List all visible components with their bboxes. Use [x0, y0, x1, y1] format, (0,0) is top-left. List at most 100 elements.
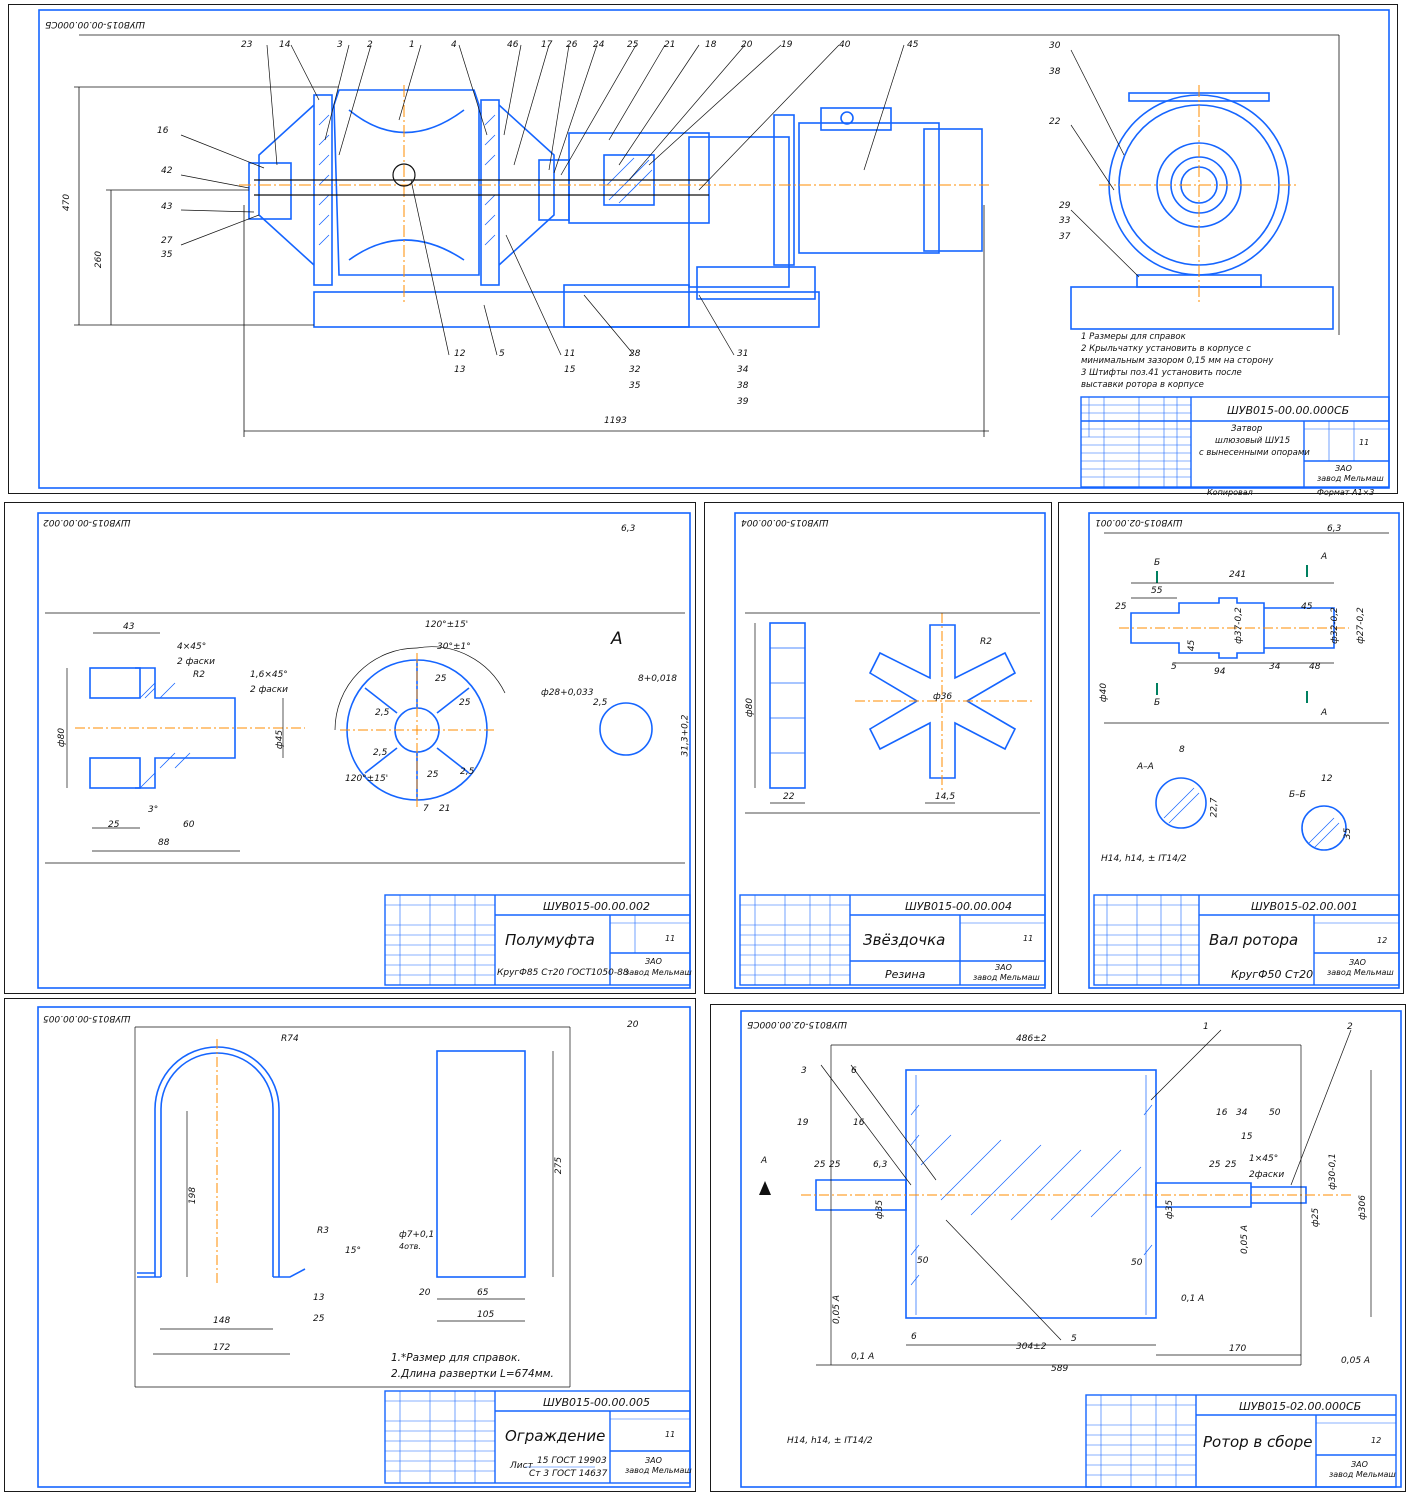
- datum: А: [761, 1156, 768, 1166]
- callout: 1: [409, 40, 415, 50]
- callout: 17: [541, 40, 553, 50]
- star-code: ШУВ015-00.00.004: [905, 900, 1012, 913]
- callout: 3: [337, 40, 343, 50]
- rotor-code: ШУВ015-02.00.000СБ: [1239, 1400, 1362, 1413]
- dim: 50: [917, 1256, 929, 1266]
- dim: 25: [108, 820, 120, 830]
- rotor-company: завод Мельмаш: [1329, 1470, 1396, 1479]
- note: выставки ротора в корпусе: [1081, 380, 1204, 390]
- shaft-sheet-count: 12: [1377, 936, 1388, 945]
- callout: 29: [1059, 201, 1071, 211]
- dim: R2: [193, 670, 205, 680]
- callout: 43: [161, 202, 173, 212]
- dim: 50: [1131, 1258, 1143, 1268]
- assembly-code: ШУВ015-00.00.000СБ: [1227, 404, 1350, 417]
- format-label: Формат А1×3: [1317, 488, 1375, 497]
- rotor-sheet-count: 12: [1371, 1436, 1382, 1445]
- rotor-title: Ротор в сборе: [1203, 1433, 1313, 1451]
- rotor-drawing: [740, 1010, 1402, 1488]
- dim: 120°±15': [345, 774, 389, 784]
- tolerance-frame: 0,1 А: [1181, 1294, 1205, 1304]
- assembly-sheet-count: 11: [1359, 438, 1370, 447]
- shaft-title: Вал ротора: [1209, 931, 1299, 949]
- callout: 45: [907, 40, 919, 50]
- callout: 24: [593, 40, 605, 50]
- dim: ф36: [933, 692, 953, 702]
- dim: 25: [1115, 602, 1127, 612]
- section-label: А: [1321, 552, 1328, 562]
- tolerance-note: H14, h14, ± IT14/2: [787, 1436, 873, 1446]
- dim: 1×45°: [1249, 1154, 1279, 1164]
- dim: ф28+0,033: [541, 688, 594, 698]
- dim: 7: [423, 804, 429, 814]
- roughness: 20: [627, 1020, 639, 1030]
- dim: 45: [1301, 602, 1313, 612]
- callout: 22: [1049, 117, 1061, 127]
- shaft-company: завод Мельмаш: [1327, 968, 1394, 977]
- coupling-company: ЗАО: [645, 957, 662, 966]
- coupling-drawing: [37, 512, 691, 989]
- assembly-title-line: шлюзовый ШУ15: [1215, 436, 1291, 446]
- sheet-rotor: ШУВ015-02.00.000СБ 1 2 3 6 5 А 486±2 19 …: [710, 1004, 1406, 1492]
- callout: 1: [1203, 1022, 1209, 1032]
- dim: 13: [313, 1293, 325, 1303]
- dim: 60: [183, 820, 195, 830]
- callout: 3: [801, 1066, 807, 1076]
- sheet-star: ШУВ015-00.00.004 ф80 22 R2 ф36 14,5 ШУВ0…: [704, 502, 1052, 994]
- guard-material-prefix: Лист: [510, 1461, 533, 1471]
- callout: 5: [1071, 1334, 1077, 1344]
- guard-code: ШУВ015-00.00.005: [543, 1396, 650, 1409]
- callout: 11: [564, 349, 576, 359]
- callout: 2: [367, 40, 373, 50]
- callout: 35: [161, 250, 173, 260]
- dim-overall-length: 1193: [604, 416, 627, 426]
- tolerance-frame: 0,1 А: [851, 1352, 875, 1362]
- tolerance-frame: 0,05 А: [1341, 1356, 1371, 1366]
- copy-label: Копировал: [1207, 488, 1253, 497]
- dim: 170: [1229, 1344, 1247, 1354]
- callout: 27: [161, 236, 173, 246]
- dim: 50: [1269, 1108, 1281, 1118]
- callout: 37: [1059, 232, 1071, 242]
- guard-titleblock-grid: [384, 1390, 691, 1484]
- dim: 20: [419, 1288, 431, 1298]
- coupling-titleblock-grid: [384, 894, 691, 986]
- note: 1 Размеры для справок: [1081, 332, 1186, 342]
- callout: 35: [629, 381, 641, 391]
- dim: 105: [477, 1310, 495, 1320]
- assembly-company: ЗАО: [1335, 464, 1352, 473]
- guard-title: Ограждение: [505, 1427, 606, 1445]
- dim: 12: [1321, 774, 1333, 784]
- dim: 94: [1214, 667, 1226, 677]
- dim: 25: [1225, 1160, 1237, 1170]
- note: 1.*Размер для справок.: [391, 1352, 521, 1364]
- dim: 22: [783, 792, 795, 802]
- star-titleblock-grid: [739, 894, 1046, 986]
- section-label: А: [1321, 708, 1328, 718]
- callout: 30: [1049, 41, 1061, 51]
- section-label: Б: [1154, 558, 1161, 568]
- coupling-code: ШУВ015-00.00.002: [543, 900, 650, 913]
- callout: 34: [737, 365, 749, 375]
- coupling-material: КругФ85 Ст20 ГОСТ1050-88: [497, 968, 629, 978]
- callout: 26: [566, 40, 578, 50]
- star-drawing: [734, 512, 1046, 989]
- dim: 2 фаски: [177, 657, 216, 667]
- assembly-company: завод Мельмаш: [1317, 474, 1384, 483]
- dim: 5: [1171, 662, 1177, 672]
- dim: 55: [1151, 586, 1163, 596]
- callout: 6: [851, 1066, 857, 1076]
- sheet-guard: ШУВ015-00.00.005 20 R74 198 R3 15° 13 25…: [4, 998, 696, 1492]
- dim: 6: [911, 1332, 917, 1342]
- callout: 28: [629, 349, 641, 359]
- callout: 19: [781, 40, 793, 50]
- roughness: 6,3: [621, 524, 636, 534]
- dim: 172: [213, 1343, 231, 1353]
- callout: 40: [839, 40, 851, 50]
- callout: 33: [1059, 216, 1071, 226]
- guard-material-top: 15 ГОСТ 19903: [537, 1456, 607, 1466]
- callout: 12: [454, 349, 466, 359]
- dim: 25: [427, 770, 439, 780]
- callout: 39: [737, 397, 749, 407]
- star-company: ЗАО: [995, 963, 1012, 972]
